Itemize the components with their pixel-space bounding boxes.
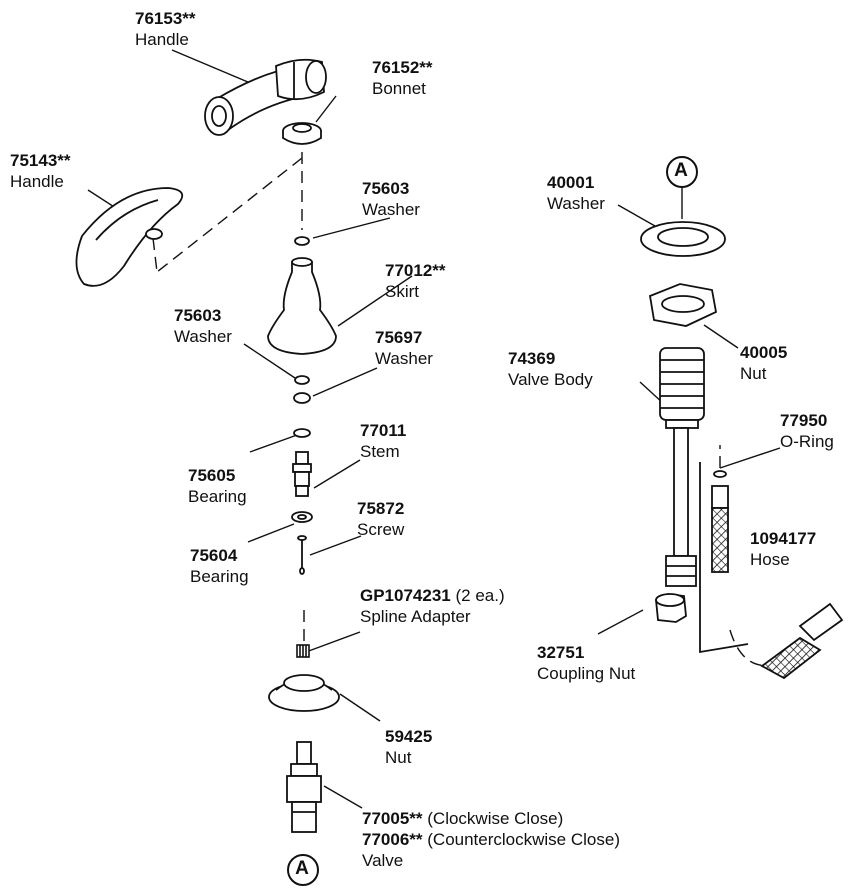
callout-a-top: A (674, 160, 688, 181)
valve-cartridge-drawing (286, 741, 322, 833)
label-handle-76153: 76153**Handle (135, 9, 196, 49)
callout-a-top-shape (666, 156, 698, 188)
label-handle-75143: 75143**Handle (10, 151, 71, 191)
label-valve-77005-77006: 77005** (Clockwise Close) 77006** (Count… (362, 809, 620, 870)
valve-body-74369-drawing (659, 347, 705, 587)
leader-lines (87, 49, 781, 809)
skirt-77012-drawing (267, 257, 337, 355)
washer-75603-top-drawing (294, 236, 310, 246)
label-skirt-77012: 77012**Skirt (385, 261, 446, 301)
stem-bearings-drawing (291, 428, 313, 575)
hose-1094177-drawing (699, 462, 844, 680)
spline-adapter-drawing (296, 644, 310, 658)
callout-a-bottom: A (295, 858, 309, 879)
label-spline-adapter-gp1074231: GP1074231 (2 ea.)Spline Adapter (360, 586, 505, 626)
nut-40005-drawing (648, 283, 718, 327)
washer-40001-drawing (640, 221, 726, 257)
coupling-nut-32751-drawing (655, 593, 687, 623)
label-bonnet-76152: 76152**Bonnet (372, 58, 433, 98)
handle-75143-drawing (75, 187, 184, 287)
assembly-dashed-lines (152, 152, 791, 870)
handle-76153-drawing (204, 58, 327, 136)
nut-59425-drawing (268, 674, 340, 712)
washers-75603-75697-drawing (293, 375, 311, 404)
callout-a-bottom-shape (287, 854, 319, 886)
bonnet-76152-drawing (282, 122, 322, 145)
